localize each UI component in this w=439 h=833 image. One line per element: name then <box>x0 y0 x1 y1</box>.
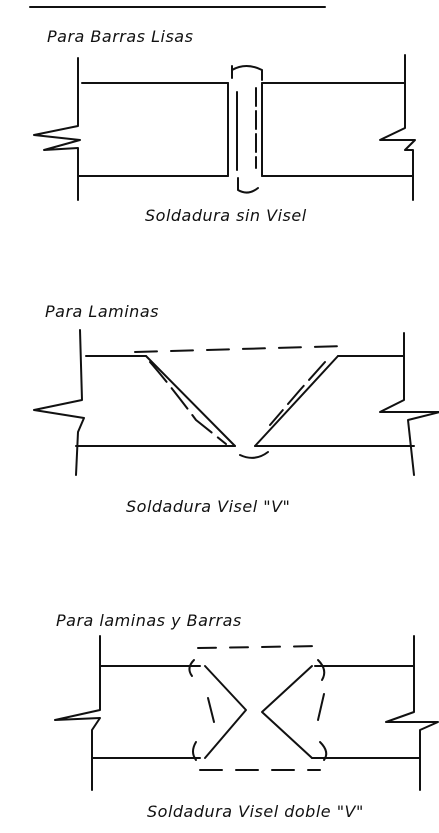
section-3-caption: Soldadura Visel doble "V" <box>147 802 364 821</box>
weld-right-outer <box>317 659 328 761</box>
weld-right-fusion <box>269 361 326 426</box>
section-2-title: Para Laminas <box>45 302 159 321</box>
left-bevel <box>204 665 247 759</box>
weld-root <box>239 451 269 459</box>
left-break-mark <box>33 329 85 476</box>
right-break-mark <box>379 54 416 201</box>
section-2-caption: Soldadura Visel "V" <box>126 497 291 516</box>
right-bevel <box>254 355 339 447</box>
left-break-mark <box>33 57 81 201</box>
diagram-butt-weld <box>33 54 416 201</box>
weld-bead <box>231 65 263 81</box>
weld-left-outer <box>188 659 215 761</box>
right-break-mark <box>379 332 439 476</box>
left-bevel <box>145 355 236 447</box>
diagram-single-v <box>33 329 439 476</box>
left-break-mark <box>54 635 101 791</box>
section-1-caption: Soldadura sin Visel <box>145 206 307 225</box>
weld-cap <box>134 345 346 353</box>
weld-root <box>237 177 259 194</box>
diagram-double-v <box>54 635 439 791</box>
weld-left-fusion <box>149 361 227 445</box>
right-break-mark <box>385 635 439 791</box>
right-bevel <box>261 665 313 759</box>
section-3-title: Para laminas y Barras <box>56 611 242 630</box>
weld-top-cap <box>197 645 323 649</box>
section-1-title: Para Barras Lisas <box>47 27 194 46</box>
